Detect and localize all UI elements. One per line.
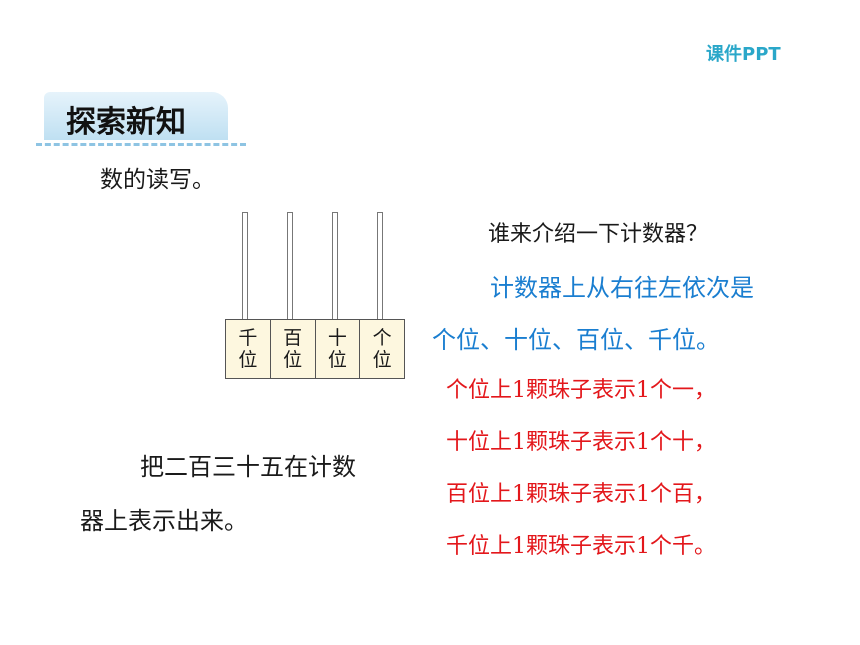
place-char: 位 xyxy=(373,349,392,371)
lesson-subtitle: 数的读写。 xyxy=(100,160,215,194)
section-header-tab: 探索新知 xyxy=(44,92,228,140)
place-label-hundreds: 百 位 xyxy=(271,320,316,378)
place-char: 十 xyxy=(328,327,347,349)
section-divider xyxy=(36,143,246,146)
place-char: 百 xyxy=(283,327,302,349)
place-char: 位 xyxy=(238,349,257,371)
place-char: 个 xyxy=(373,327,392,349)
place-label-ones: 个 位 xyxy=(360,320,404,378)
section-title: 探索新知 xyxy=(66,97,186,141)
place-label-tens: 十 位 xyxy=(316,320,361,378)
task-line-1: 把二百三十五在计数 xyxy=(140,447,356,482)
explanation-line-2: 个位、十位、百位、千位。 xyxy=(432,320,720,355)
rule-tens: 十位上1颗珠子表示1个十， xyxy=(446,424,716,456)
watermark-logo: 课件PPT xyxy=(706,40,781,66)
rod-thousands xyxy=(242,212,248,321)
place-char: 位 xyxy=(283,349,302,371)
task-line-2: 器上表示出来。 xyxy=(80,501,248,536)
rod-tens xyxy=(332,212,338,321)
counting-frame-base: 千 位 百 位 十 位 个 位 xyxy=(225,319,405,379)
rod-hundreds xyxy=(287,212,293,321)
place-label-thousands: 千 位 xyxy=(226,320,271,378)
question-text: 谁来介绍一下计数器？ xyxy=(488,216,708,248)
place-char: 千 xyxy=(238,327,257,349)
rod-ones xyxy=(377,212,383,321)
place-char: 位 xyxy=(328,349,347,371)
rule-thousands: 千位上1颗珠子表示1个千。 xyxy=(446,528,716,560)
explanation-line-1: 计数器上从右往左依次是 xyxy=(490,268,754,303)
rule-hundreds: 百位上1颗珠子表示1个百， xyxy=(446,476,716,508)
rule-ones: 个位上1颗珠子表示1个一， xyxy=(446,372,716,404)
